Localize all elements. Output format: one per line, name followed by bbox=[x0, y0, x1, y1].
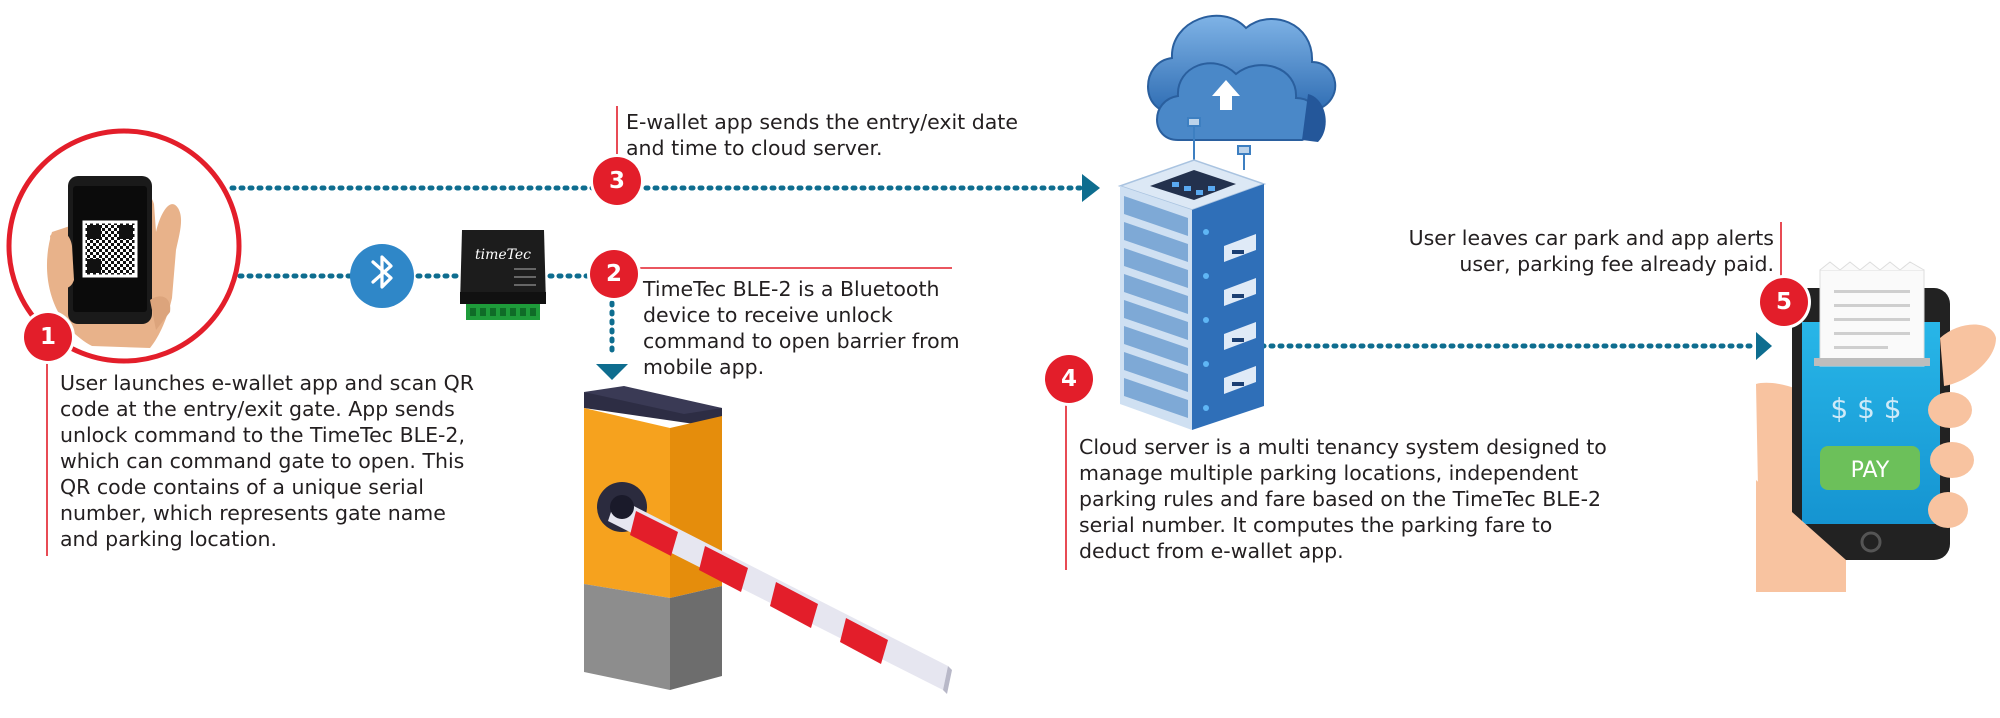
arrow-to-phone bbox=[1756, 332, 1772, 360]
server-rack-icon bbox=[1117, 159, 1267, 430]
step-badge-2: 2 bbox=[590, 250, 638, 298]
step-5-text: User leaves car park and app alerts user… bbox=[1408, 226, 1774, 276]
step-4-text: Cloud server is a multi tenancy system d… bbox=[1079, 435, 1607, 563]
step-badge-3: 3 bbox=[593, 157, 641, 205]
barrier-gate-icon bbox=[584, 386, 952, 694]
pay-label: PAY bbox=[1851, 458, 1890, 483]
step-2-text: TimeTec BLE-2 is a Bluetooth device to r… bbox=[643, 277, 960, 379]
ble-controller-icon: timeTec bbox=[460, 230, 546, 320]
device-brand-label: timeTec bbox=[475, 247, 531, 263]
price-label: $ $ $ bbox=[1830, 392, 1901, 425]
arrow-to-cloud bbox=[1082, 174, 1100, 202]
payment-phone-hand-icon: $ $ $ PAY bbox=[1756, 261, 1996, 592]
pay-button bbox=[1820, 446, 1920, 490]
step-3-text: E-wallet app sends the entry/exit date a… bbox=[626, 110, 1018, 160]
step-badge-5: 5 bbox=[1760, 278, 1808, 326]
step-badge-1: 1 bbox=[24, 313, 72, 361]
arrow-to-barrier bbox=[596, 364, 628, 380]
cloud-icon bbox=[1147, 14, 1337, 170]
step-badge-4: 4 bbox=[1045, 355, 1093, 403]
step-1-text: User launches e-wallet app and scan QR c… bbox=[60, 371, 475, 551]
bluetooth-icon bbox=[350, 244, 414, 308]
qr-phone-hand-icon bbox=[6, 128, 242, 364]
leader-lines bbox=[46, 106, 1782, 570]
